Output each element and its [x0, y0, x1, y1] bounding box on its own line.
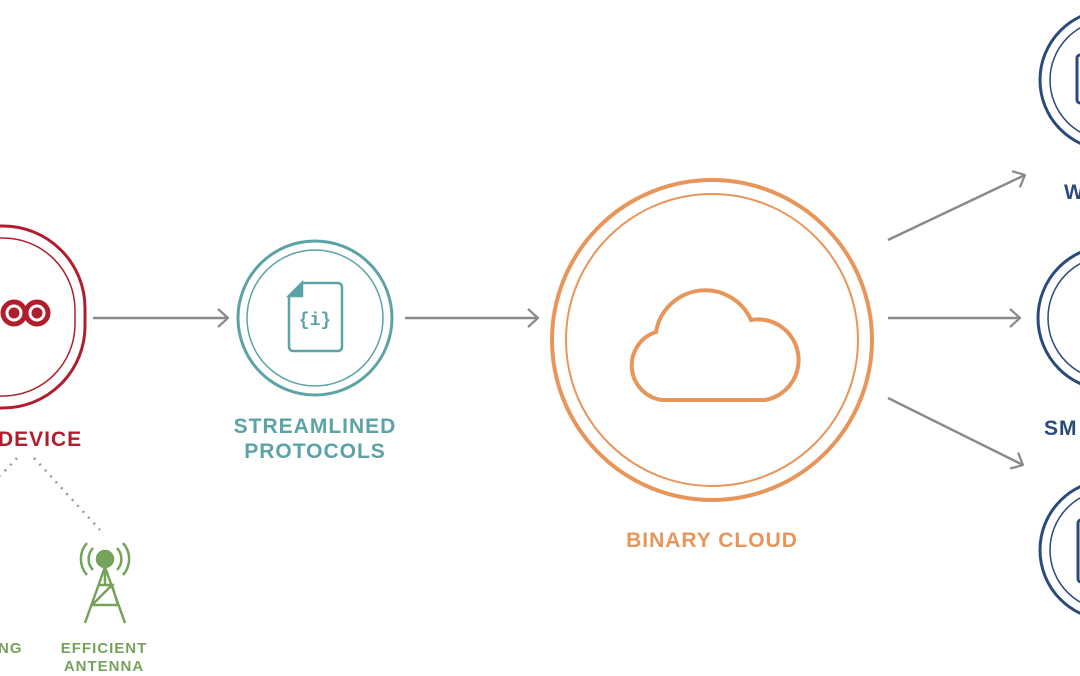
infinity-link-icon	[0, 299, 51, 327]
antenna-tower-icon	[79, 542, 131, 624]
protocols-label-line1: STREAMLINED	[233, 415, 397, 438]
protocols-node: {i}	[236, 239, 394, 397]
device-node	[0, 224, 87, 410]
app-label-1: W	[1064, 181, 1080, 204]
app-icon	[1076, 518, 1080, 584]
protocols-label: STREAMLINED PROTOCOLS	[215, 414, 415, 464]
cloud-label: BINARY CLOUD	[626, 529, 798, 552]
dotted-connector	[0, 457, 18, 477]
arrow-cloud-to-app-1	[887, 175, 1025, 242]
dotted-connector	[33, 457, 101, 531]
antenna-label-line2: ANTENNA	[63, 658, 145, 675]
json-file-icon: {i}	[285, 279, 344, 353]
cloud-icon	[629, 288, 801, 402]
svg-text:{i}: {i}	[299, 311, 331, 331]
antenna-label-line1: EFFICIENT	[60, 640, 148, 657]
protocols-label-line2: PROTOCOLS	[244, 440, 386, 463]
arrow-cloud-to-app-3	[887, 396, 1023, 465]
antenna-label: EFFICIENT ANTENNA	[44, 640, 164, 676]
device-label: DEVICE	[0, 428, 83, 451]
left-feature-label: NG	[0, 640, 23, 657]
cloud-node	[550, 178, 874, 502]
app-nodes	[1036, 15, 1080, 615]
app-label-2: SM	[1044, 417, 1078, 440]
app-icon	[1075, 53, 1080, 105]
